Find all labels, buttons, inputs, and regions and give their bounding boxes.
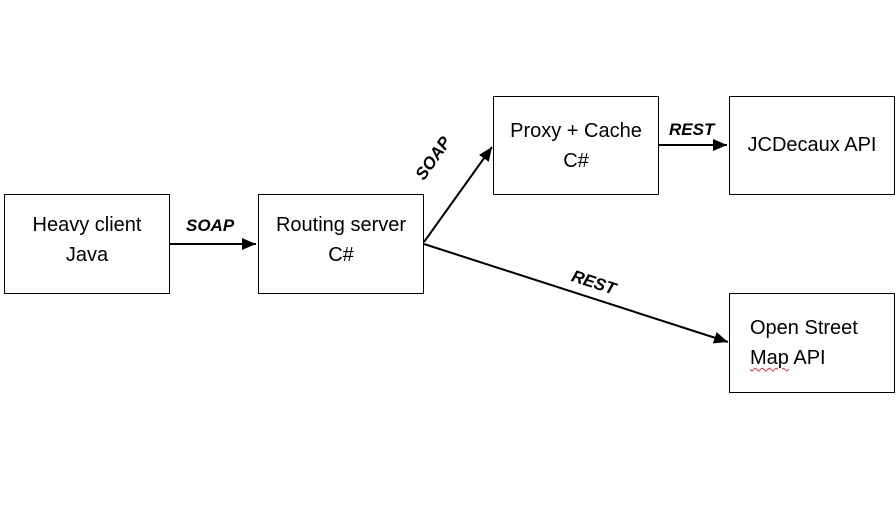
proxy-cache-language: C# <box>563 150 589 172</box>
edge-label-client-routing: SOAP <box>186 216 235 235</box>
routing-server-title: Routing server <box>275 214 407 236</box>
edge-label-proxy-jcdecaux: REST <box>669 120 715 139</box>
jcdecaux-api-box: JCDecaux API <box>729 96 895 195</box>
heavy-client-language: Java <box>65 244 109 266</box>
routing-server-language: C# <box>328 244 354 266</box>
heavy-client-box: Heavy client Java <box>4 194 170 294</box>
osm-api-title-line2: Map API <box>750 346 894 370</box>
osm-api-box: Open Street Map API <box>729 293 895 393</box>
proxy-cache-box: Proxy + Cache C# <box>493 96 659 195</box>
osm-map-word: Map <box>750 347 789 369</box>
proxy-cache-title: Proxy + Cache <box>510 120 642 142</box>
routing-server-box: Routing server C# <box>258 194 424 294</box>
osm-api-title-line1: Open Street <box>750 317 858 339</box>
osm-api-word: API <box>788 347 826 369</box>
arrow-routing-to-proxy <box>423 146 493 243</box>
arrow-routing-to-osm <box>423 243 729 344</box>
jcdecaux-api-title: JCDecaux API <box>747 134 877 156</box>
heavy-client-title: Heavy client <box>32 214 142 236</box>
